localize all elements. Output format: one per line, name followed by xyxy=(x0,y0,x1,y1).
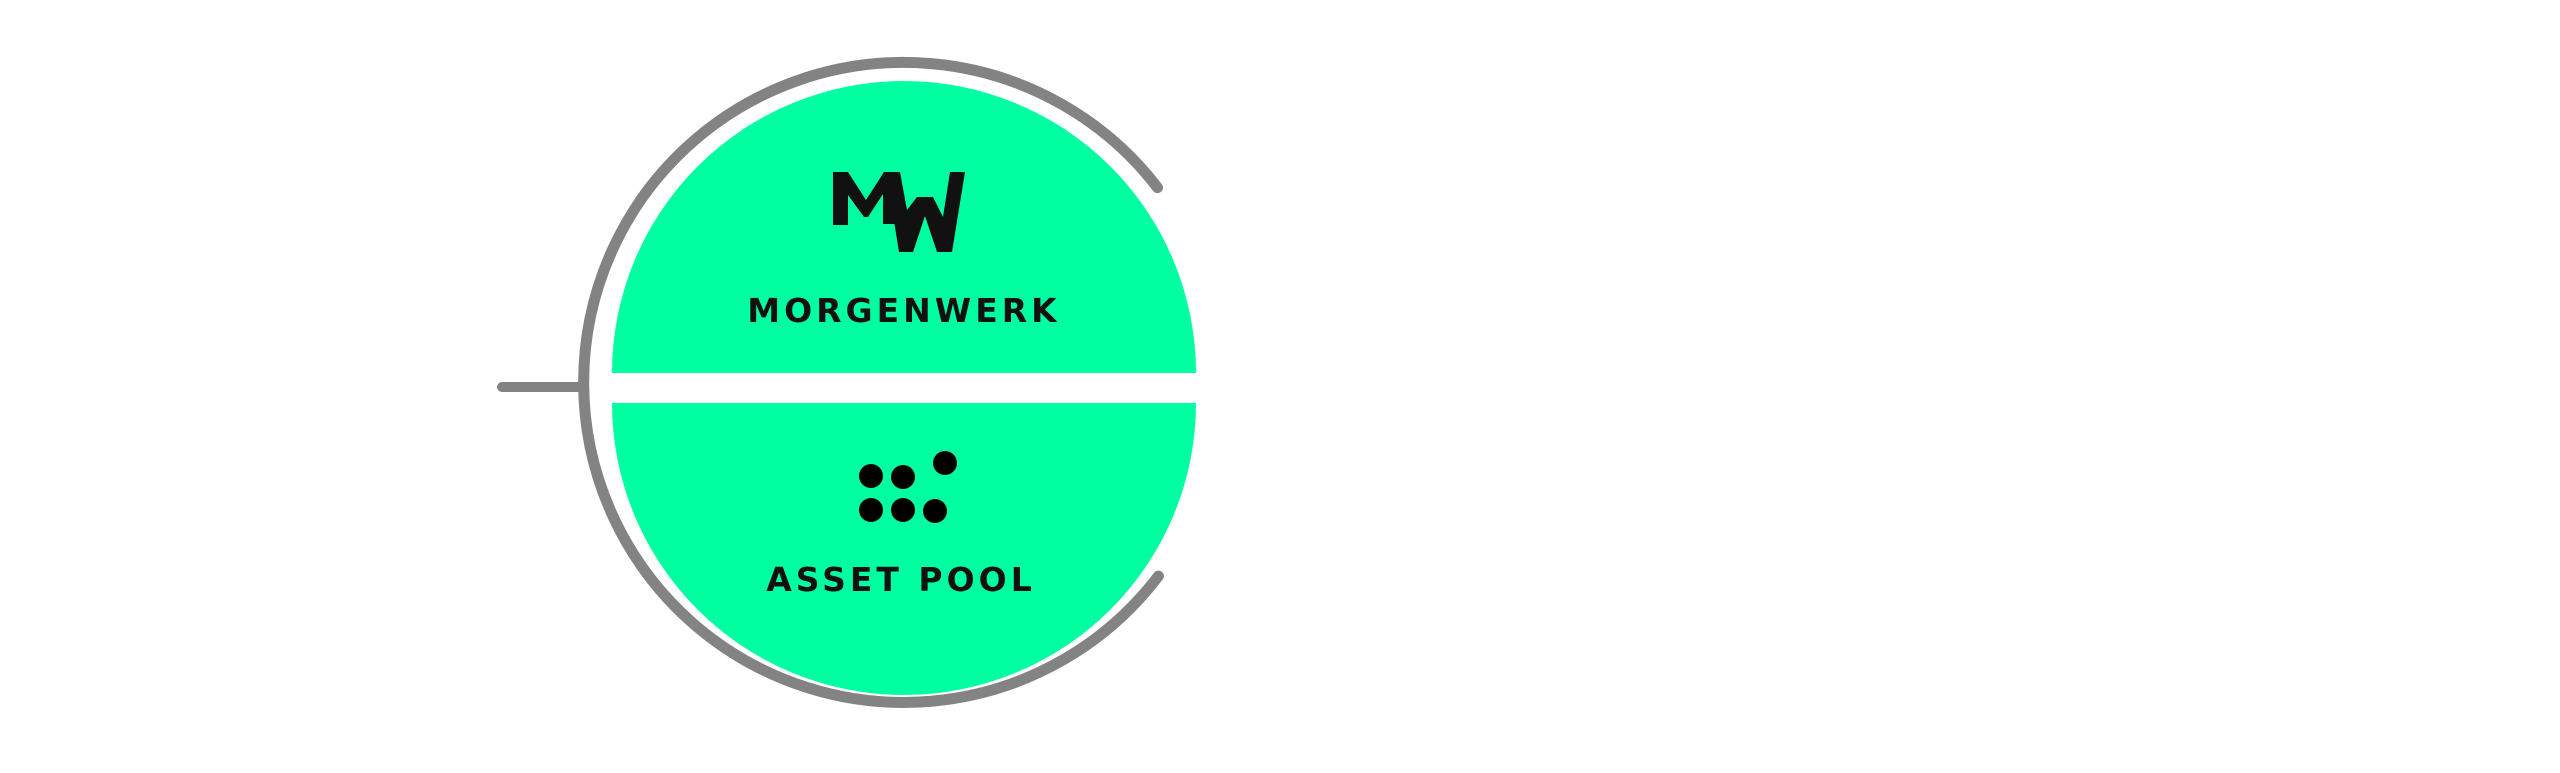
asset-pool-label: ASSET POOL xyxy=(766,560,1035,599)
dot xyxy=(859,464,883,488)
dot xyxy=(923,499,947,523)
dot xyxy=(891,498,915,522)
dot xyxy=(933,451,957,475)
mw-monogram-icon xyxy=(833,172,965,252)
bottom-green-half xyxy=(612,403,1196,695)
dot xyxy=(859,498,883,522)
dot xyxy=(891,465,915,489)
morgenwerk-label: MORGENWERK xyxy=(747,291,1060,330)
dot-cluster-icon xyxy=(859,451,957,523)
